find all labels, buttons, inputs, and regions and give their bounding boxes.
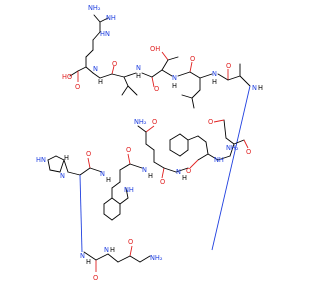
label-oh-thr: OH [150,45,160,53]
label-nh2-arg: NH₂ [88,4,101,12]
label-o-c: O [75,83,80,91]
label-h-2: H [136,72,141,80]
label-n-thr: N [136,64,141,72]
label-h-9: H [86,258,91,266]
label-n-his: N [80,252,85,260]
label-nh-trp: NH [124,186,134,194]
label-hn-imidazole: HN [36,156,46,164]
label-o-thr: O [154,85,159,93]
label-o-phe: O [186,167,191,175]
label-n-val: N [93,65,98,73]
label-n-imidazole: N [60,172,65,180]
glutamine [137,125,189,179]
label-nh2-asn: NH₂ [226,144,239,152]
label-h-5: H [258,84,263,92]
label-h-1: H [98,78,103,86]
label-hn-arg: HN [100,30,110,38]
label-o-ala2: O [93,274,98,282]
asparagine-phenylalanine [169,119,249,169]
label-o-gln-side: O [152,118,157,126]
label-n-ala: N [212,70,217,78]
label-h-6: H [182,174,187,182]
n-terminus [83,245,151,272]
label-o-asn-side: O [208,118,213,126]
label-n-phe: N [176,168,181,176]
label-h-11: H [64,154,69,162]
label-n-leu: N [172,74,177,82]
label-o-val: O [112,60,117,68]
label-n-asn: NH [214,156,224,164]
threonine [141,51,179,88]
atom-labels: NH₂ NH HN HO O H N O N H O OH N H O N H … [36,4,263,282]
label-n-trp: N [100,170,105,178]
label-n-gln: N [142,166,147,174]
label-h-8: H [106,176,111,184]
label-h-3: H [172,82,177,90]
label-h-4: H [212,78,217,86]
label-o-trp: O [126,146,131,154]
arginine-guanidine [85,14,109,74]
label-nh2-gly: NH₂ [150,254,163,262]
label-nh-ala: N [252,84,257,92]
label-o-his: O [86,150,91,158]
label-n-gly: N [104,246,109,254]
label-o-gln: O [160,178,165,186]
label-nh2-gln: NH₂ [134,118,147,126]
histidine [47,155,103,253]
label-o-ala: O [226,62,231,70]
alanine [211,63,251,251]
peptide-structure-drawing: NH₂ NH HN HO O H N O N H O OH N H O N H … [36,4,263,282]
molecule-canvas: NH₂ NH HN HO O H N O N H O OH N H O N H … [36,4,263,282]
label-o-asn: O [246,148,251,156]
label-h-10: H [110,246,115,254]
label-nh-arg: NH [106,14,116,22]
leucine [177,61,213,109]
label-o-leu: O [190,55,195,63]
label-h-7: H [148,172,153,180]
c-terminus [69,65,138,96]
label-ho-c: HO [62,73,72,81]
tryptophan [103,153,143,221]
label-o-gly: O [128,238,133,246]
